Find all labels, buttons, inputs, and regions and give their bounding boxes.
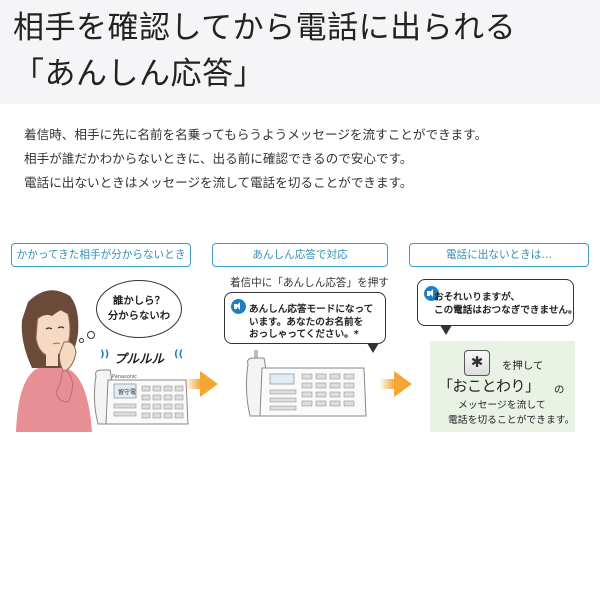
headline-line-2: 「あんしん応答」 [13,56,265,92]
step-3-bubble-line-2: この電話はおつなぎできません。 [434,304,578,316]
speaker-icon [231,299,246,314]
step-2-tag: あんしん応答で対応 [212,243,388,267]
thought-dot [79,338,84,343]
description-line-3: 電話に出ないときはメッセージを流して電話を切ることができます。 [24,175,413,190]
ring-wave-icon: )) [100,349,110,360]
step-3-bubble-line-1: おそれいりますが、 [434,292,521,303]
step-2-caption: 着信中に「あんしん応答」を押す [230,277,389,289]
thought-bubble: 誰かしら？ 分からないわ [96,280,182,338]
ring-wave-icon: (( [174,349,184,360]
next-arrow-icon [200,371,218,397]
refuse-label: 「おことわり」 [438,377,540,395]
step-2-bubble-line-3: おっしゃってください。* [249,329,359,340]
thought-line-1: 誰かしら？ [113,295,165,307]
asterisk-key-icon: ✱ [464,350,490,376]
headline-line-1: 相手を確認してから電話に出られる [13,10,517,46]
step-2-bubble-text: あんしん応答モードになって います。あなたのお名前を おっしゃってください。* [249,304,373,342]
woman-illustration [16,290,92,432]
fax-screen-label: 留守電 [118,388,136,396]
step-2-speech-bubble: あんしん応答モードになって います。あなたのお名前を おっしゃってください。* [224,292,386,353]
next-arrow-icon [394,371,412,397]
bubble-tail [440,325,452,335]
result-line-2: 電話を切ることができます。 [448,415,575,426]
description-line-2: 相手が誰だかわからないときに、出る前に確認できるので安心です。 [24,151,413,166]
step-3-bubble-text: おそれいりますが、 この電話はおつなぎできません。 [434,292,578,317]
refuse-result-box: ✱ を押して 「おことわり」 の メッセージを流して 電話を切ることができます。 [430,341,575,432]
speaker-icon [424,286,439,301]
refuse-suffix: の [554,384,565,396]
thought-dot [87,331,95,339]
key-instruction: を押して [502,360,544,372]
fax-phone-icon: 留守電 Panasonic [93,369,189,425]
step-3-speech-bubble: おそれいりますが、 この電話はおつなぎできません。 [417,279,578,335]
arrow-fade [185,379,201,389]
fax-brand-label: Panasonic [112,374,137,380]
fax-phone-icon [245,350,367,417]
result-line-1: メッセージを流して [458,400,546,411]
step-2-bubble-line-1: あんしん応答モードになって [249,304,374,315]
bubble-tail [367,343,379,353]
step-2-bubble-line-2: います。あなたのお名前を [249,316,364,328]
description: 着信時、相手に先に名前を名乗ってもらうようメッセージを流すことができます。 相手… [24,123,584,195]
step-3-tag: 電話に出ないときは… [409,243,589,267]
description-line-1: 着信時、相手に先に名前を名乗ってもらうようメッセージを流すことができます。 [24,127,488,142]
thought-line-2: 分からないわ [107,309,171,322]
header-banner: 相手を確認してから電話に出られる 「あんしん応答」 [0,0,600,104]
step-1-tag: かかってきた相手が分からないとき [11,243,191,267]
arrow-fade [379,379,395,389]
ring-sound-text: プルルル [114,351,165,366]
